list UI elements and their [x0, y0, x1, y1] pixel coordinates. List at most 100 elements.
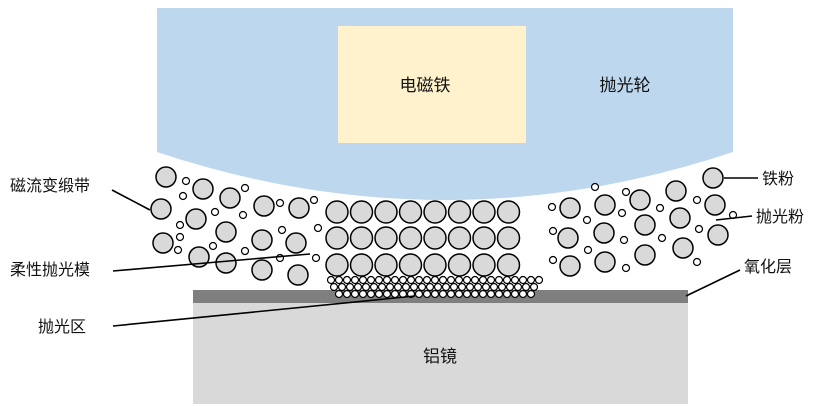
polishing-zone-particle: [382, 289, 392, 299]
polishing-zone-particle: [414, 275, 424, 285]
iron-particle: [447, 226, 472, 250]
polishing-zone-particle: [454, 275, 464, 285]
iron-particle: [423, 253, 447, 277]
polishing-zone-particle: [486, 289, 496, 299]
polishing-zone-particle: [494, 289, 504, 299]
polishing-zone-particle: [526, 275, 536, 285]
iron-particle: [629, 189, 651, 211]
iron-particle: [447, 200, 472, 224]
polishing-zone-particle: [337, 282, 347, 292]
polishing-zone-particle: [326, 275, 336, 285]
iron-particle: [496, 226, 521, 250]
iron-particle: [374, 226, 398, 250]
iron-particle: [219, 187, 241, 209]
polishing-zone-particle: [481, 282, 491, 292]
iron-particle: [472, 200, 496, 224]
polishing-powder-particle: [692, 195, 702, 205]
iron-particle: [594, 194, 616, 216]
polishing-zone-particle: [361, 282, 371, 292]
polishing-zone-particle: [358, 289, 368, 299]
polishing-zone-particle: [366, 275, 376, 285]
iron-particle: [702, 167, 724, 189]
polishing-zone-particle: [398, 275, 408, 285]
polishing-zone-particle: [529, 282, 539, 292]
polishing-powder-particle: [277, 225, 287, 235]
iron-particle: [152, 232, 174, 254]
polishing-zone-particle: [433, 282, 443, 292]
polishing-zone-particle: [505, 282, 515, 292]
electromagnet-label: 电磁铁: [400, 76, 451, 96]
polishing-zone-particle: [446, 289, 456, 299]
polishing-powder-particle: [583, 245, 593, 255]
iron-particle: [349, 253, 374, 277]
polishing-zone-particle: [526, 289, 536, 299]
iron-particle: [349, 200, 374, 224]
iron-particle: [374, 200, 398, 224]
polishing-powder-particle: [275, 198, 285, 208]
polishing-zone-particle: [486, 275, 496, 285]
iron-particle: [325, 253, 349, 277]
polishing-powder-particle: [240, 183, 250, 193]
iron-particle: [215, 252, 237, 274]
polishing-zone-particle: [414, 289, 424, 299]
iron-particle: [185, 208, 207, 230]
mr-fluid-ribbon-leader: [111, 189, 151, 211]
iron-particle: [559, 197, 581, 219]
polishing-zone-particle: [342, 275, 352, 285]
aluminum-mirror-label: 铝镜: [423, 347, 457, 367]
polishing-zone-particle: [438, 289, 448, 299]
polishing-zone-particle: [358, 275, 368, 285]
polishing-powder-particle: [582, 215, 592, 225]
iron-particle: [669, 207, 691, 229]
polishing-powder-particle: [178, 191, 188, 201]
polishing-zone-particle: [518, 289, 528, 299]
iron-particle: [496, 253, 521, 277]
polishing-powder-particle: [309, 195, 319, 205]
polishing-zone-particle: [385, 282, 395, 292]
polishing-zone-particle: [430, 275, 440, 285]
polishing-zone-label: 抛光区: [38, 317, 86, 336]
polishing-zone-particle: [494, 275, 504, 285]
polishing-zone-particle: [521, 282, 531, 292]
polishing-zone-particle: [438, 275, 448, 285]
iron-particle: [192, 178, 214, 200]
polishing-zone-particle: [462, 275, 472, 285]
polishing-powder-particle: [547, 202, 557, 212]
iron-particle: [704, 194, 726, 216]
polishing-zone-particle: [390, 289, 400, 299]
polishing-zone-particle: [470, 289, 480, 299]
polishing-zone-particle: [478, 289, 488, 299]
iron-particle: [472, 253, 496, 277]
polishing-zone-particle: [345, 282, 355, 292]
polishing-zone-particle: [502, 289, 512, 299]
iron-particle: [594, 251, 616, 273]
polishing-zone-leader: [112, 295, 416, 327]
polishing-powder-particle: [238, 210, 248, 220]
iron-particle: [398, 253, 423, 277]
polishing-zone-particle: [350, 289, 360, 299]
polishing-powder-particle: [692, 257, 702, 267]
polishing-zone-particle: [465, 282, 475, 292]
iron-particle: [707, 224, 729, 246]
polishing-powder-particle: [694, 224, 704, 234]
polishing-zone-particle: [462, 289, 472, 299]
polishing-zone-particle: [334, 289, 344, 299]
iron-particle: [285, 232, 307, 254]
oxide-layer-leader: [685, 269, 741, 297]
aluminum-mirror: [193, 303, 688, 404]
iron-particle: [447, 253, 472, 277]
iron-particle: [251, 259, 273, 281]
polishing-powder-particle: [548, 226, 558, 236]
iron-particle: [253, 195, 275, 217]
polishing-zone-particle: [473, 282, 483, 292]
flexible-die-leader: [112, 253, 311, 272]
polishing-zone-particle: [401, 282, 411, 292]
iron-particle: [215, 221, 237, 243]
iron-particle: [496, 200, 521, 224]
polishing-powder-particle: [210, 207, 220, 217]
electromagnet: [338, 26, 526, 143]
polishing-zone-particle: [502, 275, 512, 285]
iron-particle: [325, 226, 349, 250]
polishing-powder-particle: [590, 182, 600, 192]
polishing-powder-particle: [617, 208, 627, 218]
